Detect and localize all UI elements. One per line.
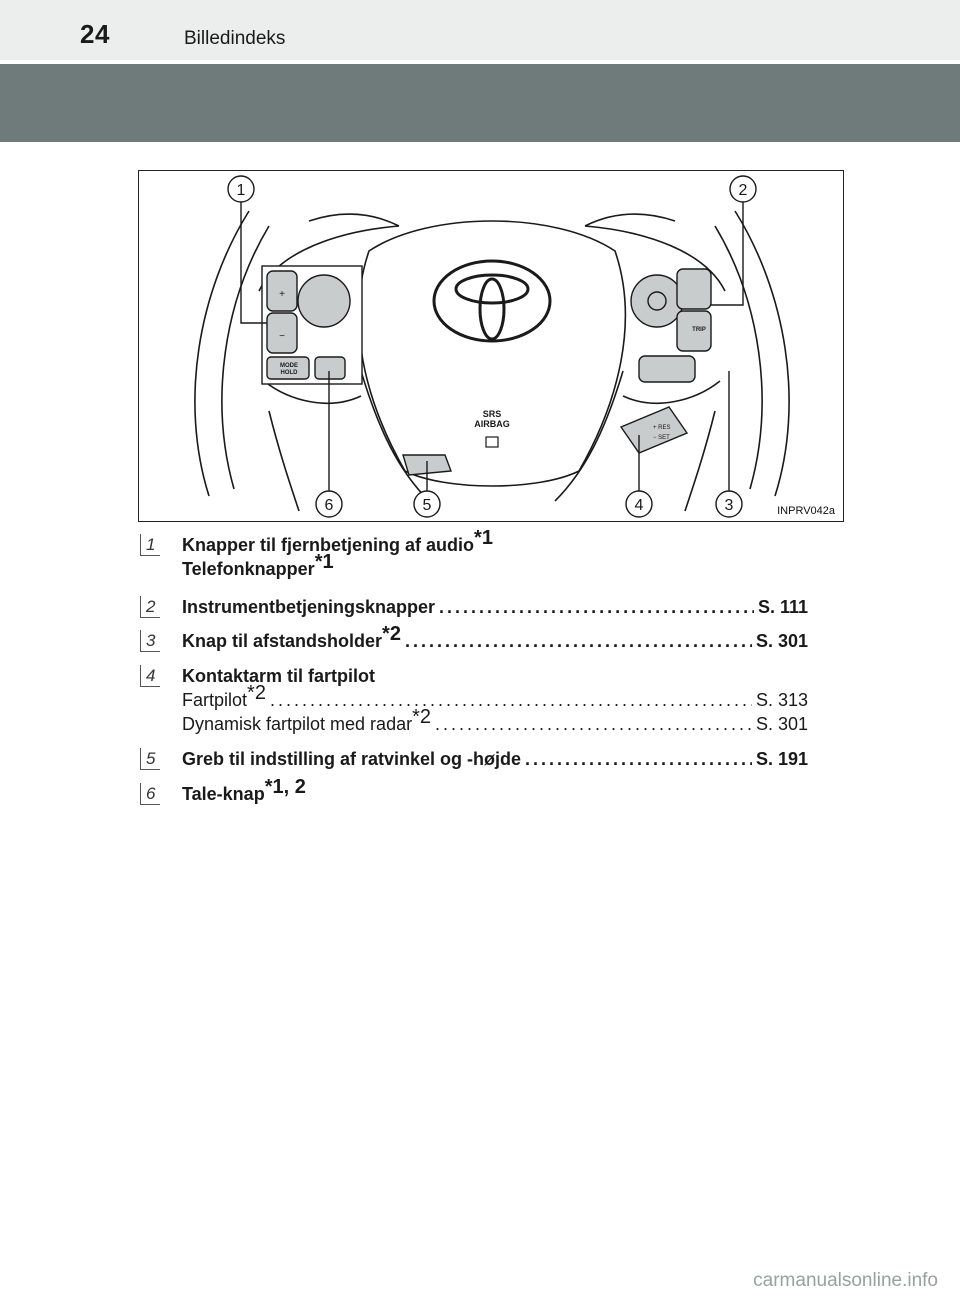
steering-wheel-illustration: SRS AIRBAG MODE HOLD TRIP + − + RES − SE… (194, 175, 790, 518)
set-label: − SET (653, 435, 670, 441)
watermark-url: carmanualsonline.info (753, 1270, 938, 1291)
page-reference: S. 111 (757, 597, 808, 617)
callout-5: 5 (423, 497, 432, 514)
item-number: 5 (140, 748, 160, 770)
page-header: 24 Billedindeks (0, 0, 960, 60)
sub-item: Dynamisk fartpilot med radar*2 .........… (182, 706, 808, 734)
item-label: Instrumentbetjeningsknapper ............… (182, 597, 808, 617)
section-band (0, 64, 960, 142)
plus-label: + (279, 289, 285, 300)
steering-wheel-figure: SRS AIRBAG MODE HOLD TRIP + − + RES − SE… (138, 170, 844, 522)
item-label: Kontaktarm til fartpilot (182, 666, 376, 686)
callout-4: 4 (635, 497, 644, 514)
figure-code: INPRV042a (777, 505, 835, 517)
item-label: Telefonknapper*1 (182, 551, 334, 579)
item-label: Greb til indstilling af ratvinkel og -hø… (182, 749, 808, 769)
callout-2: 2 (739, 182, 748, 199)
item-label: Tale-knap*1, 2 (182, 776, 306, 804)
trip-label: TRIP (692, 327, 706, 333)
item-number: 4 (140, 665, 160, 687)
callout-6: 6 (325, 497, 334, 514)
item-number: 6 (140, 783, 160, 805)
page-reference: S. 301 (755, 714, 808, 734)
page-reference: S. 313 (755, 690, 808, 710)
item-number: 1 (140, 534, 160, 556)
index-item-5: 5 Greb til indstilling af ratvinkel og -… (140, 748, 808, 772)
item-label: Knap til afstandsholder*2 ..............… (182, 623, 808, 651)
item-number: 3 (140, 630, 160, 652)
section-title: Billedindeks (184, 28, 286, 49)
page-number: 24 (80, 19, 110, 49)
res-label: + RES (653, 425, 671, 431)
index-item-6: 6 Tale-knap*1, 2 (140, 776, 808, 807)
item-number: 2 (140, 596, 160, 618)
index-item-1: 1 Knapper til fjernbetjening af audio*1 … (140, 527, 808, 582)
horn-icon (485, 436, 499, 448)
minus-label: − (279, 331, 285, 342)
callout-3: 3 (725, 497, 734, 514)
callout-1: 1 (237, 182, 246, 199)
airbag-label: AIRBAG (474, 419, 510, 429)
srs-label: SRS (483, 409, 502, 419)
sub-item: Fartpilot*2 ............................… (182, 682, 808, 710)
index-item-2: 2 Instrumentbetjeningsknapper ..........… (140, 596, 808, 620)
page-reference: S. 301 (755, 631, 808, 651)
item-label: Knapper til fjernbetjening af audio*1 (182, 527, 493, 555)
index-item-4: 4 Kontaktarm til fartpilot Fartpilot*2 .… (140, 665, 808, 737)
index-item-3: 3 Knap til afstandsholder*2 ............… (140, 623, 808, 654)
hold-label: HOLD (281, 370, 299, 376)
page-reference: S. 191 (755, 749, 808, 769)
mode-label: MODE (280, 363, 298, 369)
